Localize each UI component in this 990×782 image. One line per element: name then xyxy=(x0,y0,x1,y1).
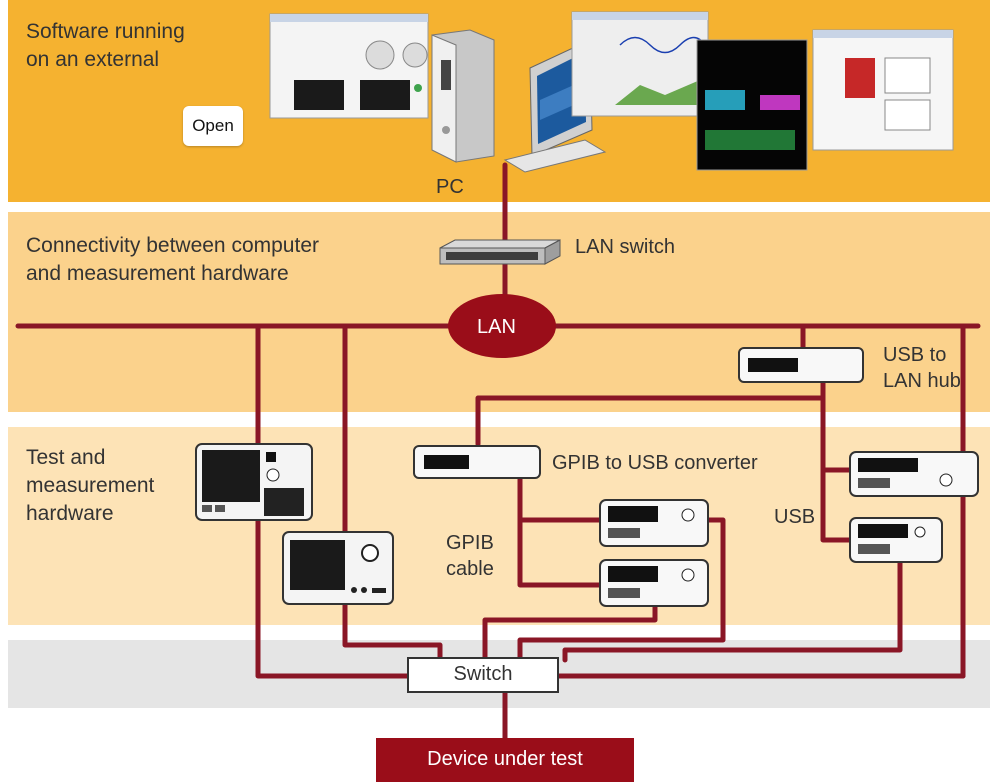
usb-lan-hub-label: USB to LAN hub xyxy=(883,344,961,392)
dut-label: Device under test xyxy=(427,748,583,770)
instrument-oscilloscope-icon xyxy=(282,531,394,605)
lan-switch-label: LAN switch xyxy=(575,236,676,258)
software-screenshot-panel-4 xyxy=(812,29,954,151)
usb-lan-hub-icon xyxy=(738,347,864,383)
tier-software-label: Software running on an external xyxy=(26,20,185,71)
software-screenshot-panel-1 xyxy=(269,13,429,119)
pc-tower-icon xyxy=(431,29,495,163)
gpib-cable-label: GPIB cable xyxy=(446,532,494,580)
open-button[interactable]: Open xyxy=(183,106,243,146)
usb-instrument-2-icon xyxy=(849,517,943,563)
usb-label: USB xyxy=(774,506,816,528)
pc-label: PC xyxy=(436,176,464,198)
switch-box xyxy=(407,657,559,693)
usb-instrument-1-icon xyxy=(849,451,979,497)
instrument-signal-analyzer-icon xyxy=(195,443,313,521)
lan-ellipse xyxy=(448,294,556,358)
lan-switch-icon xyxy=(439,239,561,265)
software-screenshot-panel-3 xyxy=(696,39,808,171)
gpib-instrument-1-icon xyxy=(599,499,709,547)
switch-label: Switch xyxy=(453,663,513,685)
lan-label: LAN xyxy=(477,316,516,338)
gpib-instrument-2-icon xyxy=(599,559,709,607)
dut-box xyxy=(376,738,634,782)
gpib-usb-converter-icon xyxy=(413,445,541,479)
gpib-usb-converter-label: GPIB to USB converter xyxy=(552,452,758,474)
software-screenshot-panel-2 xyxy=(571,11,709,117)
tier-hardware-label: Test and measurement hardware xyxy=(26,446,155,525)
tier-connectivity-label: Connectivity between computer and measur… xyxy=(26,234,319,285)
